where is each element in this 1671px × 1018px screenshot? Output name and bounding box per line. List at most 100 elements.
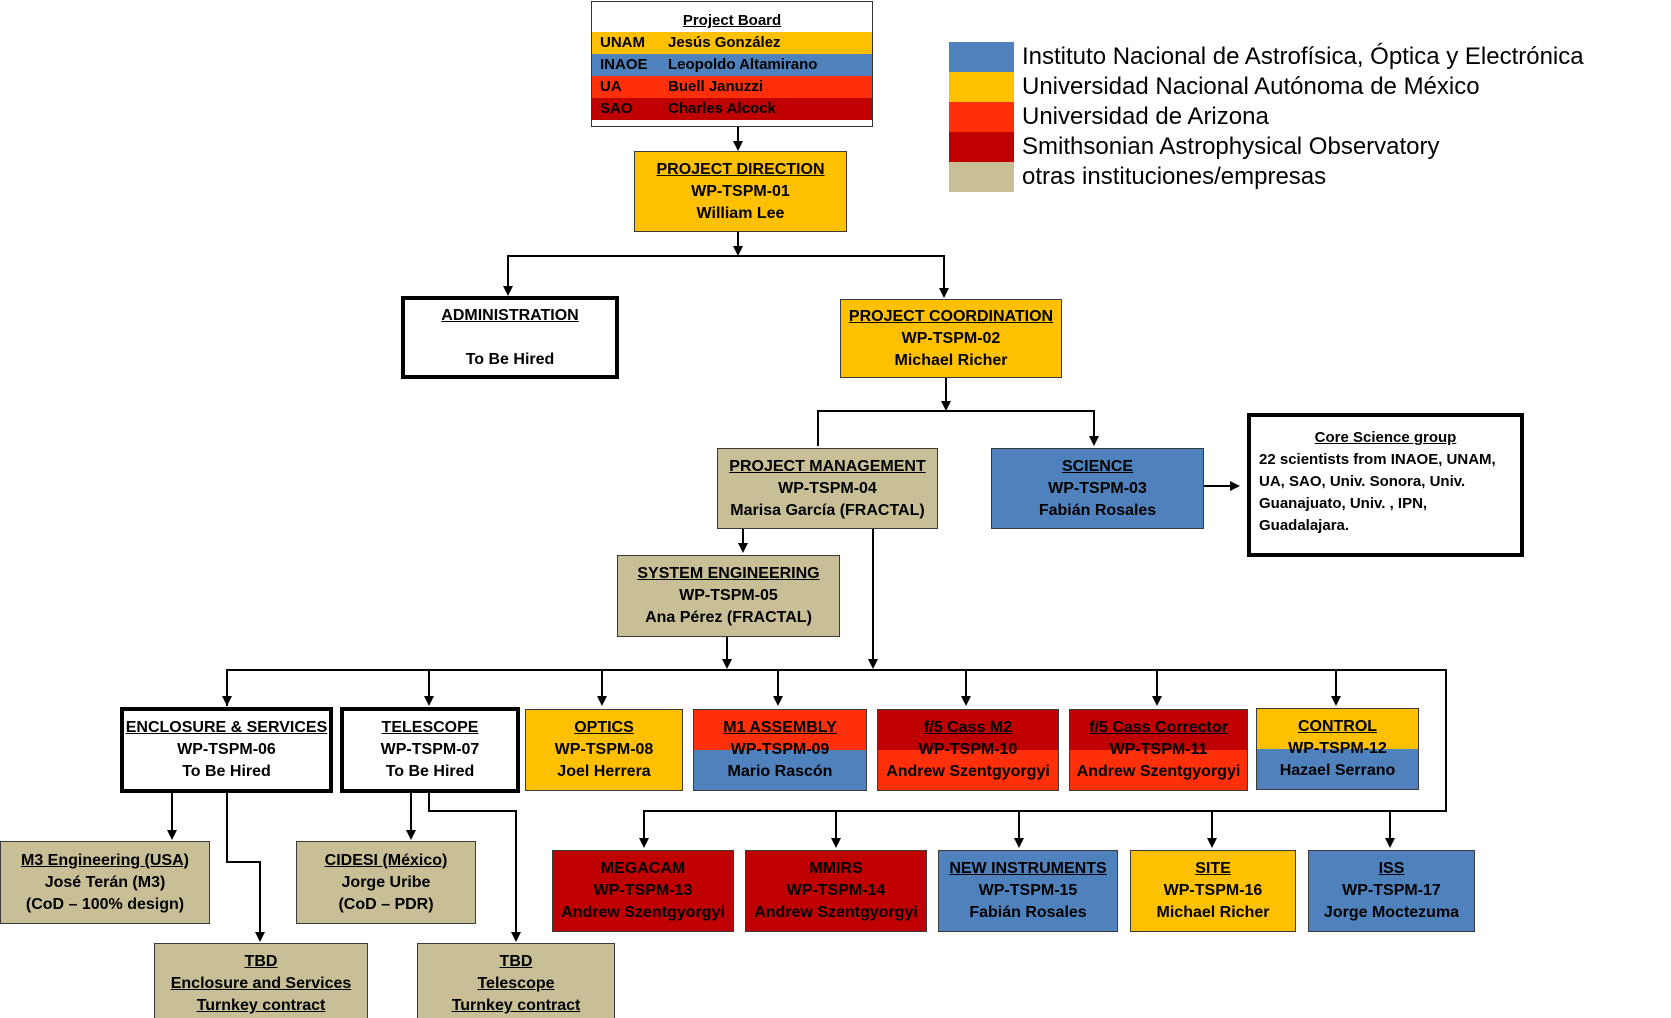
node-title: SITE — [1195, 860, 1231, 877]
node-title: CONTROL — [1297, 718, 1378, 735]
node-title: SYSTEM ENGINEERING — [637, 565, 820, 582]
node-title: SCIENCE — [1061, 457, 1134, 475]
board-member-institution: INAOE — [600, 56, 648, 73]
node-person: Andrew Szentgyorgyi — [886, 763, 1050, 780]
node-line: Turnkey contract — [196, 997, 326, 1014]
legend-swatch — [949, 102, 1014, 132]
node-project-management: PROJECT MANAGEMENT WP-TSPM-04 Marisa Gar… — [717, 448, 938, 529]
node-code: WP-TSPM-04 — [778, 479, 877, 497]
legend-item: Instituto Nacional de Astrofísica, Óptic… — [949, 42, 1584, 72]
node-title: MMIRS — [809, 860, 863, 877]
node-line: Turnkey contract — [451, 997, 581, 1014]
node-core-science-group: Core Science group 22 scientists from IN… — [1247, 413, 1524, 557]
legend-label: Smithsonian Astrophysical Observatory — [1022, 133, 1440, 160]
node-tbd-telescope: TBD Telescope Turnkey contract — [417, 943, 615, 1018]
node-person: Andrew Szentgyorgyi — [1076, 763, 1241, 780]
node-title: ISS — [1378, 860, 1405, 877]
board-member-sao: SAO Charles Alcock — [592, 98, 872, 120]
node-title: ENCLOSURE & SERVICES — [125, 719, 328, 736]
node-code: WP-TSPM-09 — [730, 741, 830, 758]
node-system-engineering: SYSTEM ENGINEERING WP-TSPM-05 Ana Pérez … — [617, 555, 840, 637]
legend-label: Instituto Nacional de Astrofísica, Óptic… — [1022, 43, 1584, 70]
legend-item: Universidad Nacional Autónoma de México — [949, 72, 1584, 102]
node-science: SCIENCE WP-TSPM-03 Fabián Rosales — [991, 448, 1204, 529]
node-person: Jorge Uribe — [341, 873, 431, 891]
board-member-inaoe: INAOE Leopoldo Altamirano — [592, 54, 872, 76]
node-person: José Terán (M3) — [44, 873, 166, 891]
legend-label: otras instituciones/empresas — [1022, 163, 1327, 190]
node-title: TELESCOPE — [381, 719, 479, 736]
legend-item: Smithsonian Astrophysical Observatory — [949, 132, 1584, 162]
node-title: MEGACAM — [600, 860, 686, 877]
node-code: WP-TSPM-02 — [901, 329, 1001, 347]
node-person: Hazael Serrano — [1279, 762, 1396, 779]
node-new-instruments: NEW INSTRUMENTS WP-TSPM-15 Fabián Rosale… — [938, 850, 1118, 932]
node-title: NEW INSTRUMENTS — [949, 860, 1107, 877]
node-project-coordination: PROJECT COORDINATION WP-TSPM-02 Michael … — [840, 299, 1062, 378]
node-code: WP-TSPM-10 — [918, 741, 1018, 758]
board-member-name: Charles Alcock — [668, 100, 776, 117]
node-title: TBD — [499, 953, 533, 970]
node-site: SITE WP-TSPM-16 Michael Richer — [1130, 850, 1296, 932]
node-tbd-enclosure: TBD Enclosure and Services Turnkey contr… — [154, 943, 368, 1018]
board-member-institution: SAO — [600, 100, 633, 117]
node-code: WP-TSPM-14 — [786, 882, 886, 899]
node-cidesi: CIDESI (México) Jorge Uribe (CoD – PDR) — [296, 841, 476, 924]
node-person: To Be Hired — [465, 350, 555, 368]
node-code: WP-TSPM-06 — [177, 741, 276, 758]
legend-swatch — [949, 72, 1014, 102]
node-person: To Be Hired — [182, 763, 271, 780]
project-board-title: Project Board — [682, 12, 782, 29]
node-project-direction: PROJECT DIRECTION WP-TSPM-01 William Lee — [634, 151, 847, 232]
node-title: f/5 Cass M2 — [923, 719, 1013, 736]
node-title: OPTICS — [574, 719, 634, 736]
board-member-name: Leopoldo Altamirano — [668, 56, 818, 73]
node-iss: ISS WP-TSPM-17 Jorge Moctezuma — [1308, 850, 1475, 932]
node-administration: ADMINISTRATION To Be Hired — [401, 296, 619, 379]
legend-swatch — [949, 132, 1014, 162]
legend-label: Universidad de Arizona — [1022, 103, 1269, 130]
node-code: WP-TSPM-07 — [380, 741, 480, 758]
legend-swatch — [949, 42, 1014, 72]
board-member-name: Buell Januzzi — [668, 78, 764, 95]
node-code: WP-TSPM-08 — [554, 741, 654, 758]
node-person: To Be Hired — [385, 763, 475, 780]
legend-item: otras instituciones/empresas — [949, 162, 1584, 192]
board-member-name: Jesús González — [668, 34, 781, 51]
node-control: CONTROL WP-TSPM-12 Hazael Serrano — [1256, 708, 1419, 790]
node-person: Mario Rascón — [727, 763, 833, 780]
node-person: Jorge Moctezuma — [1323, 904, 1460, 921]
node-person: Ana Pérez (FRACTAL) — [645, 609, 812, 626]
node-optics: OPTICS WP-TSPM-08 Joel Herrera — [525, 709, 683, 791]
project-board: Project Board UNAM Jesús González INAOE … — [591, 1, 873, 127]
node-code: WP-TSPM-15 — [978, 882, 1078, 899]
node-detail: (CoD – 100% design) — [25, 895, 185, 913]
node-code: WP-TSPM-01 — [691, 182, 790, 200]
node-title: Core Science group — [1314, 429, 1457, 446]
board-member-institution: UNAM — [600, 34, 645, 51]
board-member-unam: UNAM Jesús González — [592, 32, 872, 54]
node-person: Fabián Rosales — [969, 904, 1087, 921]
legend-label: Universidad Nacional Autónoma de México — [1022, 73, 1480, 100]
node-mmirs: MMIRS WP-TSPM-14 Andrew Szentgyorgyi — [745, 850, 927, 932]
node-person: Andrew Szentgyorgyi — [754, 904, 918, 921]
node-person: Fabián Rosales — [1038, 501, 1157, 519]
node-m1-assembly: M1 ASSEMBLY WP-TSPM-09 Mario Rascón — [693, 709, 867, 791]
node-person: Joel Herrera — [557, 763, 651, 780]
node-title: CIDESI (México) — [324, 851, 448, 869]
node-telescope: TELESCOPE WP-TSPM-07 To Be Hired — [340, 707, 520, 793]
node-enclosure-services: ENCLOSURE & SERVICES WP-TSPM-06 To Be Hi… — [120, 707, 333, 793]
node-title: f/5 Cass Corrector — [1089, 719, 1228, 736]
node-person: Marisa García (FRACTAL) — [730, 501, 925, 519]
node-title: TBD — [244, 953, 278, 970]
node-person: Andrew Szentgyorgyi — [561, 904, 725, 921]
board-member-institution: UA — [600, 78, 622, 95]
node-title: M3 Engineering (USA) — [20, 851, 189, 869]
node-line: Telescope — [477, 975, 555, 992]
board-member-ua: UA Buell Januzzi — [592, 76, 872, 98]
legend-swatch — [949, 162, 1014, 192]
node-title: M1 ASSEMBLY — [723, 719, 837, 736]
node-title: PROJECT MANAGEMENT — [729, 457, 926, 475]
